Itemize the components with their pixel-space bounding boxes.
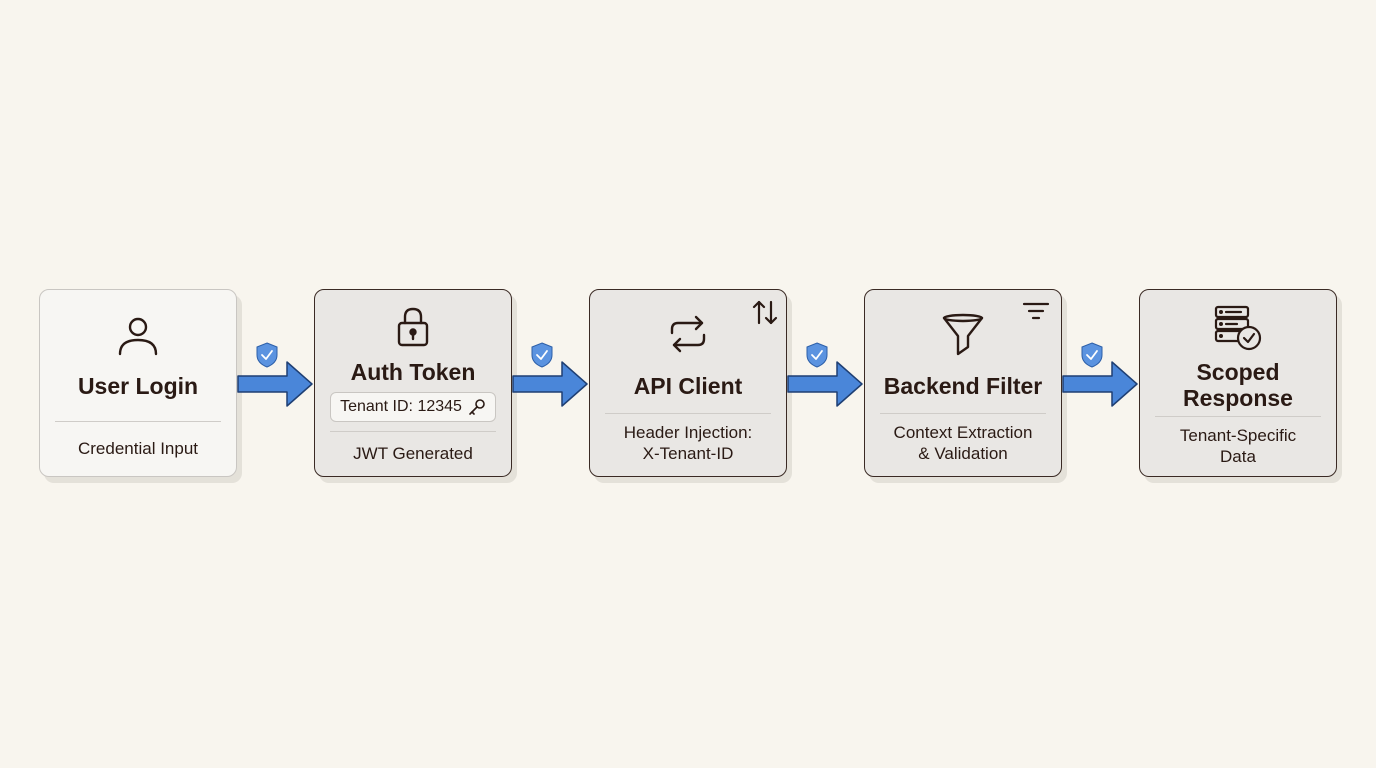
step-auth-token: Auth Token Tenant ID: 12345 JWT Generate…	[314, 289, 512, 477]
step-divider	[880, 413, 1046, 414]
step-divider	[605, 413, 771, 414]
connector-1	[237, 340, 315, 410]
step-api-client: API Client Header Injection: X-Tenant-ID	[589, 289, 787, 477]
step-description-line-2: & Validation	[918, 444, 1008, 463]
right-arrow-icon	[787, 361, 863, 407]
connector-2	[512, 340, 590, 410]
step-description-line-1: Context Extraction	[893, 423, 1033, 442]
step-description-line-2: X-Tenant-ID	[642, 444, 734, 463]
shield-check-icon	[256, 342, 278, 368]
step-title-line-2: Response	[1183, 385, 1293, 411]
connector-3	[787, 340, 865, 410]
step-user-login: User Login Credential Input	[39, 289, 237, 477]
step-title: Backend Filter	[883, 373, 1043, 399]
shield-check-icon	[1081, 342, 1103, 368]
right-arrow-icon	[1062, 361, 1138, 407]
shield-check-icon	[531, 342, 553, 368]
step-title-line-1: Scoped	[1196, 359, 1280, 385]
step-description: Credential Input	[77, 439, 199, 458]
shield-check-icon	[806, 342, 828, 368]
step-title: Auth Token	[350, 359, 476, 385]
tenant-id-text: Tenant ID: 12345	[340, 398, 462, 415]
connector-4	[1062, 340, 1140, 410]
lock-icon	[391, 304, 435, 348]
up-down-arrows-icon	[750, 298, 780, 328]
user-icon	[116, 312, 160, 356]
step-title: API Client	[633, 373, 743, 399]
funnel-icon	[941, 312, 985, 356]
sync-arrows-icon	[666, 312, 710, 356]
filter-lines-icon	[1021, 298, 1051, 328]
step-description-line-1: Tenant-Specific	[1179, 426, 1297, 445]
step-description-line-2: Data	[1220, 447, 1256, 466]
right-arrow-icon	[237, 361, 313, 407]
key-icon	[468, 398, 486, 416]
step-description: JWT Generated	[353, 444, 473, 463]
right-arrow-icon	[512, 361, 588, 407]
step-scoped-response: Scoped Response Tenant-Specific Data	[1139, 289, 1337, 477]
database-check-icon	[1213, 304, 1263, 352]
tenant-id-badge: Tenant ID: 12345	[330, 392, 496, 422]
step-divider	[330, 431, 496, 432]
step-title: User Login	[77, 373, 199, 399]
step-divider	[55, 421, 221, 422]
step-backend-filter: Backend Filter Context Extraction & Vali…	[864, 289, 1062, 477]
step-divider	[1155, 416, 1321, 417]
step-description-line-1: Header Injection:	[623, 423, 753, 442]
